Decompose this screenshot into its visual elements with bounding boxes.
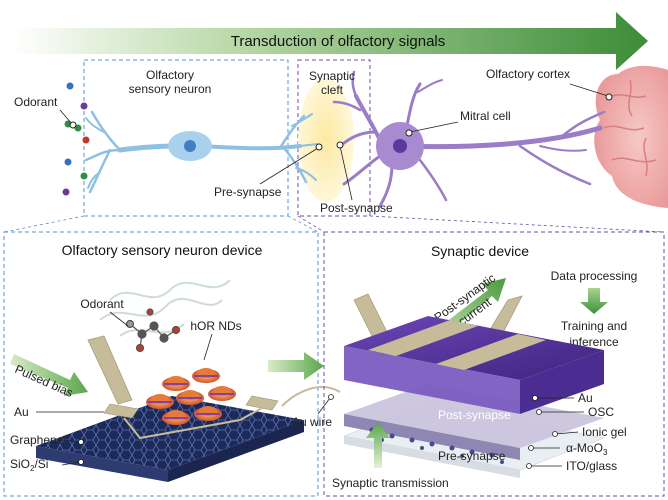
au-trace — [123, 407, 263, 440]
au-stripe-1 — [368, 320, 478, 356]
olfactory-neuron-icon — [84, 110, 319, 194]
layer-pointers — [526, 395, 584, 469]
osn-label-2: sensory neuron — [129, 82, 212, 96]
osn-label-1: Olfactory — [146, 68, 194, 82]
au-pad-right — [245, 395, 279, 411]
osn-device-panel — [3, 231, 319, 497]
processing-down-arrow — [580, 288, 608, 314]
brain-icon — [594, 65, 668, 209]
au-wire-line — [281, 386, 341, 407]
cleft-label-1: Synaptic — [309, 69, 355, 83]
graphene-label: Graphene — [10, 433, 64, 447]
banner-arrow — [12, 12, 648, 70]
synaptic-device-panel — [323, 231, 665, 497]
post-synapse-layer-label: Post-synapse — [438, 408, 511, 422]
moo3-label: α-MoO3 — [566, 441, 608, 457]
odorant-dots — [62, 82, 90, 196]
ionic-gel-layer — [344, 384, 604, 448]
au-pad-left — [103, 403, 139, 419]
ionic-gel-side — [344, 414, 520, 460]
osc-label: OSC — [588, 405, 614, 419]
osn-device-title: Olfactory sensory neuron device — [62, 242, 263, 258]
post-synapse-top-label: Post-synapse — [320, 201, 393, 215]
au-left-label: Au — [14, 405, 29, 419]
cleft-box — [297, 59, 371, 217]
cortex-label: Olfactory cortex — [486, 67, 570, 81]
synaptic-device-title: Synaptic device — [431, 243, 529, 259]
au-stripe-2 — [436, 334, 546, 370]
odorant-label: Odorant — [14, 95, 58, 109]
odorant-device-label: Odorant — [80, 297, 124, 311]
ionic-gel-label: Ionic gel — [582, 425, 627, 439]
odorant-molecule-icon — [125, 308, 181, 353]
device-side-right — [168, 420, 304, 482]
cleft-label-2: cleft — [321, 83, 344, 97]
mitral-label: Mitral cell — [460, 109, 511, 123]
au-right-label: Au — [578, 391, 593, 405]
osc-side — [344, 346, 520, 414]
ito-glass-side — [344, 436, 520, 478]
sio2-label: SiO2/Si — [10, 457, 48, 473]
synaptic-transmission-label: Synaptic transmission — [332, 476, 449, 490]
hor-nanodiscs — [146, 368, 236, 425]
hor-nds-label: hOR NDs — [190, 319, 241, 333]
pulsed-bias-arrow — [10, 354, 88, 396]
training-label-1: Training and — [561, 319, 627, 333]
pre-synapse-top-label: Pre-synapse — [214, 185, 282, 199]
mitral-cell-icon — [332, 70, 606, 208]
synaptic-cleft-glow — [298, 78, 354, 202]
training-label-2: inference — [569, 335, 619, 349]
banner-title: Transduction of olfactory signals — [231, 33, 446, 50]
au-wire-label: Au wire — [292, 415, 332, 429]
osn-nucleus — [184, 140, 196, 152]
pre-synapse-layer-label: Pre-synapse — [438, 449, 506, 463]
probe-left — [87, 335, 133, 405]
device-side-left — [36, 446, 168, 482]
osc-layer — [344, 316, 604, 380]
ito-glass-label: ITO/glass — [566, 459, 617, 473]
mitral-nucleus — [393, 139, 407, 153]
middle-transfer-arrow — [268, 352, 324, 380]
data-processing-label: Data processing — [551, 269, 638, 283]
transmission-up-arrow — [366, 422, 390, 468]
